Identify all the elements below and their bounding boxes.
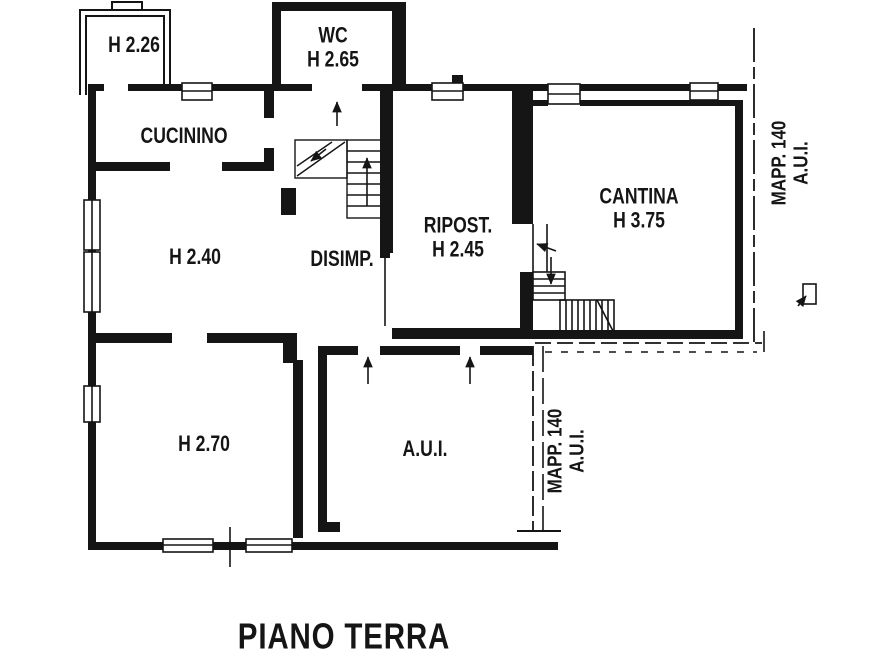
window-bottom-1 (162, 538, 214, 553)
staircase-main (294, 139, 388, 219)
room-label-cucinino: CUCININO (140, 123, 228, 149)
staircase-cantina (532, 224, 615, 332)
boundary-label-right: MAPP. 140 A.U.I. (768, 120, 812, 206)
window-left-3 (83, 385, 101, 423)
room-label-aui: A.U.I. (402, 436, 448, 462)
room-label-bedroom-height: H 2.70 (178, 431, 230, 457)
windows (83, 82, 719, 553)
window-left-1 (83, 199, 101, 251)
room-label-terrace-height: H 2.26 (108, 32, 160, 58)
boundary-right-line1: MAPP. 140 (768, 120, 791, 206)
boundary-right-line2: A.U.I. (790, 141, 812, 185)
boundary-lines (229, 28, 817, 567)
window-bottom-2 (245, 538, 293, 553)
walls (88, 2, 747, 550)
page-title: PIANO TERRA (237, 615, 451, 657)
door-symbol-disimpegno (380, 248, 390, 326)
window-top-1 (181, 82, 213, 101)
window-top-4 (689, 82, 719, 101)
ripostiglio-height: H 2.45 (432, 236, 484, 261)
window-top-2 (431, 82, 464, 101)
boundary-label-middle: MAPP. 140 A.U.I. (544, 408, 588, 494)
room-label-wc: WC H 2.65 (307, 23, 359, 71)
cantina-name: CANTINA (599, 183, 679, 209)
room-label-cantina: CANTINA H 3.75 (599, 184, 678, 232)
boundary-middle-line1: MAPP. 140 (544, 408, 567, 494)
room-label-living-height: H 2.40 (169, 244, 221, 270)
cantina-height: H 3.75 (613, 207, 665, 232)
balcony-walls (79, 1, 171, 95)
room-label-disimpegno: DISIMP. (310, 246, 374, 272)
door-arrows (310, 101, 807, 384)
boundary-middle-line2: A.U.I. (566, 429, 588, 473)
ripostiglio-name: RIPOST. (423, 212, 493, 238)
wc-name: WC (318, 22, 348, 48)
window-top-3 (547, 83, 581, 105)
wc-height: H 2.65 (307, 46, 359, 71)
room-label-ripostiglio: RIPOST. H 2.45 (424, 213, 492, 261)
window-left-2 (83, 251, 101, 313)
